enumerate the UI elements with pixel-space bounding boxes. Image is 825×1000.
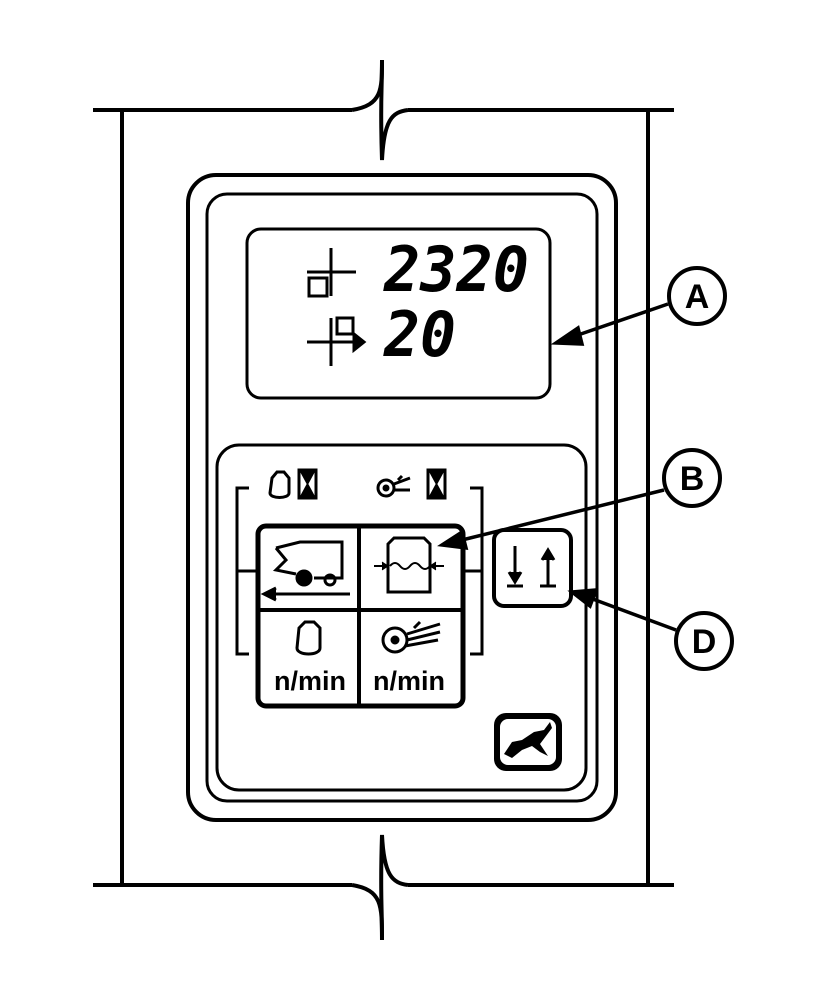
- display-line1-value: 2320: [383, 233, 529, 306]
- combine-ground-speed-icon: [260, 540, 350, 602]
- scroll-up-down-icon: [507, 546, 556, 588]
- fan-icon: [376, 474, 411, 498]
- svg-text:A: A: [685, 278, 710, 316]
- engine-icon: [295, 620, 322, 656]
- button-grid: [255, 523, 466, 709]
- svg-text:B: B: [680, 460, 705, 498]
- fan-hours-label: [376, 468, 447, 500]
- callout-arrows: [437, 302, 677, 632]
- john-deere-deer-icon: [494, 713, 562, 771]
- callout-a: A: [667, 266, 727, 326]
- fan-speed-button[interactable]: n/min: [361, 613, 459, 703]
- hourglass-icon: [297, 468, 318, 500]
- engine-icon: [268, 470, 291, 499]
- lcd-display: 2320 20: [245, 227, 552, 400]
- engine-speed-button[interactable]: n/min: [262, 613, 357, 703]
- engine-hours-label: [268, 468, 318, 500]
- fan-speed-unit-label: n/min: [373, 666, 445, 696]
- display-line2-value: 20: [383, 298, 456, 371]
- grain-tank-icon: [374, 536, 444, 594]
- frame-outline: [93, 59, 674, 941]
- callout-b: B: [662, 448, 722, 508]
- scroll-button[interactable]: [492, 528, 573, 608]
- callout-d: D: [674, 611, 734, 671]
- keypad-panel: n/min n/min: [215, 443, 588, 792]
- ground-speed-button[interactable]: [260, 530, 357, 608]
- fan-icon: [381, 620, 441, 654]
- area-counter-icon: [307, 248, 356, 298]
- area-rate-icon: [307, 316, 367, 366]
- engine-speed-unit-label: n/min: [274, 666, 346, 696]
- svg-text:D: D: [692, 623, 717, 661]
- hourglass-icon: [426, 468, 447, 500]
- grain-tank-button[interactable]: [361, 530, 459, 608]
- group-bracket: [235, 486, 484, 656]
